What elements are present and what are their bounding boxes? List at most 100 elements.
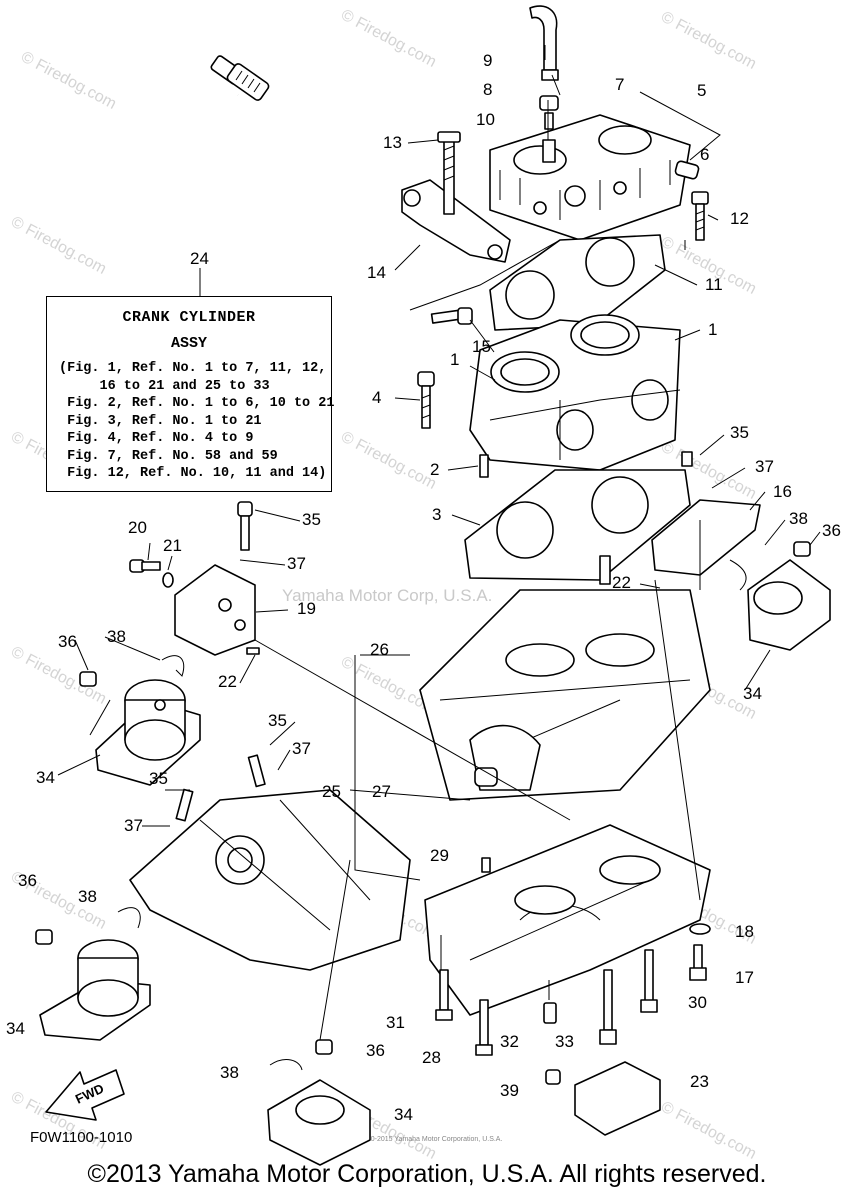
bolt-15 [430,307,473,325]
fwd-arrow-icon: FWD [45,1069,125,1121]
callout-36: 36 [58,632,77,651]
crankcase-bolts [435,923,711,1056]
crank-cylinder-assy-note: CRANK CYLINDER ASSY (Fig. 1, Ref. No. 1 … [46,296,335,492]
callout-16: 16 [773,482,792,501]
callout-37: 37 [287,554,306,573]
callout-32: 32 [500,1032,519,1051]
info-subtitle: ASSY [170,334,207,352]
callout-34: 34 [394,1105,413,1124]
callout-14: 14 [367,263,386,282]
callout-4: 4 [372,388,381,407]
callout-1: 1 [708,320,717,339]
info-line: Fig. 2, Ref. No. 1 to 6, 10 to 21 [59,396,335,411]
copyright-notice: ©2013 Yamaha Motor Corporation, U.S.A. A… [87,1160,767,1188]
callout-34: 34 [743,684,762,703]
callout-36: 36 [822,521,841,540]
callout-10: 10 [476,110,495,129]
info-line: Fig. 4, Ref. No. 4 to 9 [59,431,254,446]
callout-29: 29 [430,846,449,865]
intake-manifold-right [651,451,831,651]
watermark-site: © Firedog.com [8,214,109,278]
callout-35: 35 [149,769,168,788]
callout-22: 22 [612,573,631,592]
callout-35: 35 [268,711,287,730]
watermark-site: © Firedog.com [18,49,119,113]
breather-hose [210,5,559,111]
callout-labels: 1 1 2 3 4 5 6 7 8 9 10 11 12 13 14 15 16… [6,51,841,1124]
callout-34: 34 [36,768,55,787]
cylinder-head [489,112,700,241]
info-line: Fig. 12, Ref. No. 10, 11 and 14) [59,466,327,481]
callout-leaders [57,139,821,827]
callout-37: 37 [292,739,311,758]
callout-25: 25 [322,782,341,801]
cover-23 [545,1061,661,1136]
callout-28: 28 [422,1048,441,1067]
callout-1: 1 [450,350,459,369]
callout-17: 17 [735,968,754,987]
callout-36: 36 [366,1041,385,1060]
drawing-code: F0W1100-1010 [30,1129,133,1146]
callout-8: 8 [483,80,492,99]
callout-7: 7 [615,75,624,94]
callout-38: 38 [789,509,808,528]
bolt-4 [417,371,435,429]
callout-26: 26 [370,640,389,659]
callout-9: 9 [483,51,492,70]
callout-37: 37 [124,816,143,835]
callout-36: 36 [18,871,37,890]
callout-38: 38 [78,887,97,906]
watermark-site: © Firedog.com [658,9,759,73]
info-line: 16 to 21 and 25 to 33 [59,378,270,394]
callout-23: 23 [690,1072,709,1091]
callout-39: 39 [500,1081,519,1100]
mount-bracket-19 [129,501,260,656]
guide-lines [89,45,721,1041]
callout-30: 30 [688,993,707,1012]
callout-38: 38 [220,1063,239,1082]
info-line: (Fig. 1, Ref. No. 1 to 7, 11, 12, [59,361,327,376]
bolt-12 [691,191,709,241]
callout-11: 11 [705,275,723,294]
callout-35: 35 [730,423,749,442]
engine-mount-left-upper [79,655,201,786]
callout-5: 5 [697,81,706,100]
head-gasket [489,234,666,331]
engine-mount-left-lower [35,907,151,1041]
callout-22: 22 [218,672,237,691]
crankcase-upper [419,555,711,801]
callout-3: 3 [432,505,441,524]
callout-38: 38 [107,627,126,646]
callout-12: 12 [730,209,749,228]
callout-31: 31 [386,1013,405,1032]
callout-13: 13 [383,133,402,152]
callout-33: 33 [555,1032,574,1051]
base-gasket [464,469,691,581]
watermark-site: © Firedog.com [338,429,439,493]
info-title: CRANK CYLINDER [122,309,256,326]
intake-manifold-bottom [267,1039,371,1166]
watermark-small-footer: © 2000-2015 Yamaha Motor Corporation, U.… [352,1135,502,1143]
callout-37: 37 [755,457,774,476]
watermark-site: © Firedog.com [658,1099,759,1163]
callout-21: 21 [163,536,182,555]
callout-15: 15 [472,337,491,356]
crank-end-housing [129,754,411,971]
callout-24: 24 [190,249,209,268]
engine-bracket [401,131,511,263]
info-line: Fig. 3, Ref. No. 1 to 21 [59,413,262,429]
callout-2: 2 [430,460,439,479]
callout-27: 27 [372,782,391,801]
callout-20: 20 [128,518,147,537]
info-line: Fig. 7, Ref. No. 58 and 59 [59,448,278,464]
cylinder-block [469,314,681,478]
callout-19: 19 [297,599,316,618]
crankcase-lower [424,824,711,1016]
callout-34: 34 [6,1019,25,1038]
callout-6: 6 [700,145,709,164]
callout-18: 18 [735,922,754,941]
callout-35: 35 [302,510,321,529]
watermark-center: Yamaha Motor Corp, U.S.A. [282,586,492,605]
watermark-site: © Firedog.com [338,7,439,71]
